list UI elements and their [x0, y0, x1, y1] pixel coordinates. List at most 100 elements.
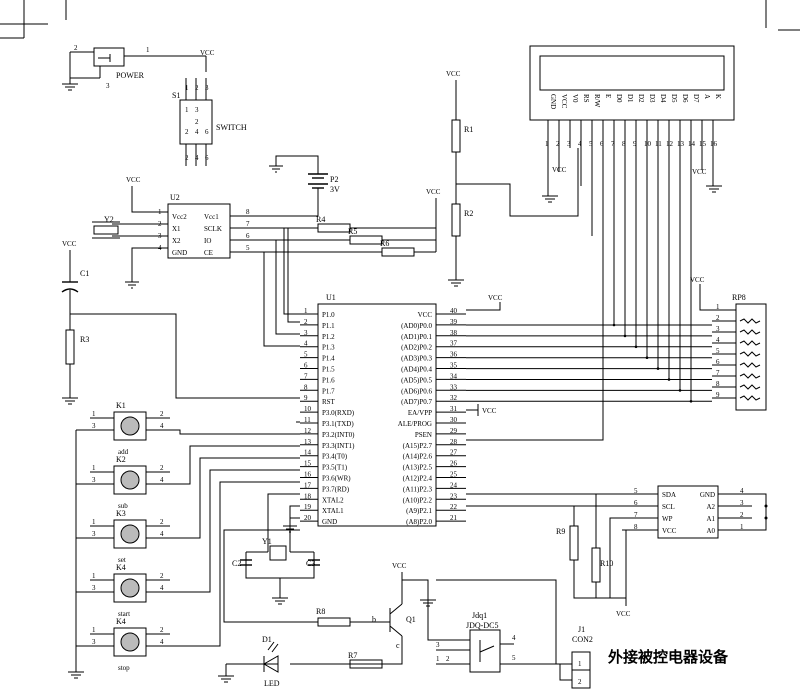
r8-ref: R8: [316, 607, 325, 616]
eeprom-pin-num: 5: [634, 487, 638, 495]
crystal-y1: Y1 C2 C3: [232, 493, 320, 605]
u1-pin-num: 34: [450, 372, 458, 380]
u1-pin-num: 10: [304, 405, 312, 413]
switch-pin: 1: [185, 106, 189, 114]
lcd-pin-num: 9: [633, 140, 637, 148]
pushbutton: [113, 573, 147, 603]
lcd-pin-name: GND: [549, 94, 557, 109]
u1-pin-num: 30: [450, 416, 458, 424]
u1-pin-name: P1.3: [322, 344, 335, 352]
u1-pin-name: P1.2: [322, 333, 335, 341]
u1-pin-name: P3.5(T1): [322, 464, 348, 472]
u2-pin-num: 5: [246, 244, 250, 252]
c2-ref: C2: [232, 559, 241, 568]
key-ref: K2: [116, 455, 126, 464]
eeprom-pin-name: VCC: [662, 527, 677, 535]
relay-pin: 2: [446, 655, 450, 663]
key-pin-num: 1: [92, 518, 96, 526]
u1-pin-name: P3.0(RXD): [322, 409, 355, 417]
key-label: sub: [118, 502, 128, 510]
keypad: K1add1324K2sub1324K3set1324K4start1324K4…: [68, 401, 300, 679]
u1-pin-num: 8: [304, 383, 308, 391]
u1-pin-name: P1.7: [322, 387, 335, 395]
u1-pin-num: 20: [304, 514, 312, 522]
connector-j1: J1 CON2 1 2: [571, 625, 593, 689]
y2-ref: Y2: [104, 215, 114, 224]
u1-pin-name: (AD6)P0.6: [401, 387, 432, 395]
u1-pin-num: 33: [450, 383, 458, 391]
vcc-label: VCC: [488, 294, 503, 302]
switch-pin: 6: [205, 154, 209, 162]
switch-ref: S1: [172, 91, 180, 100]
u2-pin-name: X2: [172, 237, 181, 245]
u1-pin-num: 36: [450, 351, 458, 359]
rp8-pin-num: 1: [716, 303, 720, 311]
lcd-pin-name: D0: [615, 94, 623, 103]
key-pin-num: 4: [160, 638, 164, 646]
u1-pin-name: EA/VPP: [408, 409, 432, 417]
ground-icon: [62, 83, 78, 91]
vcc-label: VCC: [690, 276, 705, 284]
data-bus: [283, 148, 712, 403]
ground-icon: [272, 597, 288, 605]
lcd-module: GND1VCC2V03RS4R/W5E6D07D18D29D310D411D51…: [466, 45, 735, 441]
vcc-label: VCC: [200, 49, 215, 57]
u1-pin-num: 22: [450, 503, 458, 511]
key-pin-num: 1: [92, 626, 96, 634]
switch-pin: 2: [185, 154, 189, 162]
u1-pin-num: 6: [304, 362, 308, 370]
pushbutton: [113, 465, 147, 495]
j1-label: CON2: [572, 635, 593, 644]
lcd-pin-name: E: [604, 94, 612, 98]
r5-ref: R5: [348, 227, 357, 236]
lcd-pin-num: 11: [655, 140, 662, 148]
key-ref: K1: [116, 401, 126, 410]
u1-pin-num: 15: [304, 460, 312, 468]
switch-pin: 6: [205, 128, 209, 136]
rp8-pin-num: 2: [716, 314, 720, 322]
r7-ref: R7: [348, 651, 357, 660]
eeprom-pin-name: A2: [706, 503, 715, 511]
rp8-pin-num: 6: [716, 358, 720, 366]
r9-ref: R9: [556, 527, 565, 536]
u2-pin-name: GND: [172, 249, 187, 257]
u1-pin-num: 31: [450, 405, 458, 413]
j1-pin: 1: [578, 660, 582, 668]
u1-pin-num: 3: [304, 329, 308, 337]
d1-ref: D1: [262, 635, 272, 644]
u1-pin-name: (AD7)P0.7: [401, 398, 432, 406]
key-pin-num: 2: [160, 626, 164, 634]
u1-pin-name: PSEN: [415, 431, 432, 439]
key-pin-num: 2: [160, 464, 164, 472]
switch-pin: 4: [195, 154, 199, 162]
ground-icon: [542, 195, 558, 203]
u1-pin-name: (A11)P2.3: [403, 485, 433, 493]
u1-pin-num: 28: [450, 438, 458, 446]
u1-pin-name: ALE/PROG: [398, 420, 432, 428]
u2-pin-num: 6: [246, 232, 250, 240]
relay-pin: 1: [436, 655, 440, 663]
r3-ref: R3: [80, 335, 89, 344]
r6-ref: R6: [380, 239, 389, 248]
key-ref: K4: [116, 617, 126, 626]
rp8-pin-num: 8: [716, 380, 720, 388]
rp8-pin-num: 9: [716, 391, 720, 399]
relay-pin: 3: [436, 641, 440, 649]
crop-marks: [0, 0, 800, 39]
key-label: add: [118, 448, 129, 456]
u1-pin-name: (A8)P2.0: [406, 518, 432, 526]
u1-pin-name: VCC: [418, 311, 433, 319]
ground-icon: [283, 525, 297, 533]
u1-pin-name: P1.4: [322, 355, 335, 363]
u1-pin-name: (AD1)P0.1: [401, 333, 432, 341]
vcc-label: VCC: [616, 610, 631, 618]
lcd-pin-name: V0: [571, 94, 579, 103]
lcd-pin-name: D1: [626, 94, 634, 103]
eeprom-pin-name: A1: [706, 515, 715, 523]
u1-pin-name: (AD4)P0.4: [401, 366, 432, 374]
u1-pin-num: 18: [304, 492, 312, 500]
key-pin-num: 3: [92, 476, 96, 484]
